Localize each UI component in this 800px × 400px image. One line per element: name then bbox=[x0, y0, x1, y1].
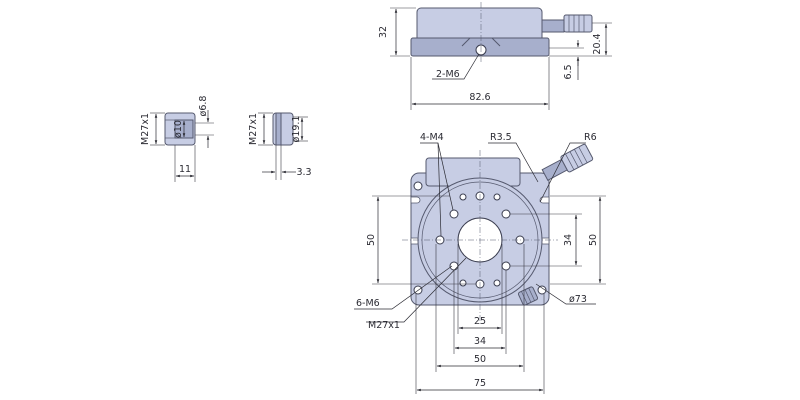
side-view: 32 20.4 6.5 82.6 2-M6 bbox=[378, 2, 612, 110]
label-r3-5: R3.5 bbox=[490, 132, 512, 143]
label-m27x1: M27x1 bbox=[368, 320, 400, 331]
dim-bottom-75: 75 bbox=[474, 378, 486, 389]
knob-collar bbox=[541, 19, 565, 33]
adapter-2-thread: M27x1 bbox=[248, 113, 259, 145]
adapter-2-len-3-3: 3.3 bbox=[296, 167, 311, 178]
dim-bottom-34: 34 bbox=[474, 336, 486, 347]
adapter-1-thread: M27x1 bbox=[140, 113, 151, 145]
adapter-1-dia-10: ø10 bbox=[173, 120, 184, 138]
adapter-2-dia-19-1: ø19.1 bbox=[291, 116, 302, 143]
adapter-1-dia-6-8: ø6.8 bbox=[198, 96, 209, 117]
label-2-m6: 2-M6 bbox=[436, 69, 460, 80]
adapter-1-len-11: 11 bbox=[179, 164, 191, 175]
lock-knob bbox=[517, 286, 539, 306]
label-4-m4: 4-M4 bbox=[420, 132, 444, 143]
dim-top-right-50: 50 bbox=[588, 234, 599, 246]
adapter-2-flange bbox=[275, 112, 282, 146]
dim-top-left-50: 50 bbox=[366, 234, 377, 246]
adjustment-knob bbox=[563, 14, 593, 33]
dim-bottom-50: 50 bbox=[474, 354, 486, 365]
top-view: 50 34 50 4-M4 R3.5 R6 6-M6 M27x1 ø73 bbox=[354, 132, 606, 394]
dim-height-32: 32 bbox=[378, 26, 389, 38]
dim-length-82-6: 82.6 bbox=[469, 92, 490, 103]
top-knob bbox=[541, 143, 594, 181]
label-6-m6: 6-M6 bbox=[356, 298, 380, 309]
dim-bottom-25: 25 bbox=[474, 316, 486, 327]
label-r6: R6 bbox=[584, 132, 597, 143]
adapter-2-view: M27x1 ø19.1 3.3 bbox=[248, 112, 312, 180]
label-dia-73: ø73 bbox=[569, 294, 587, 305]
dim-top-right-34: 34 bbox=[563, 234, 574, 246]
adapter-1-view: M27x1 ø10 ø6.8 11 bbox=[140, 96, 214, 182]
dim-knob-20-4: 20.4 bbox=[592, 33, 603, 54]
dim-base-6-5: 6.5 bbox=[563, 64, 574, 79]
